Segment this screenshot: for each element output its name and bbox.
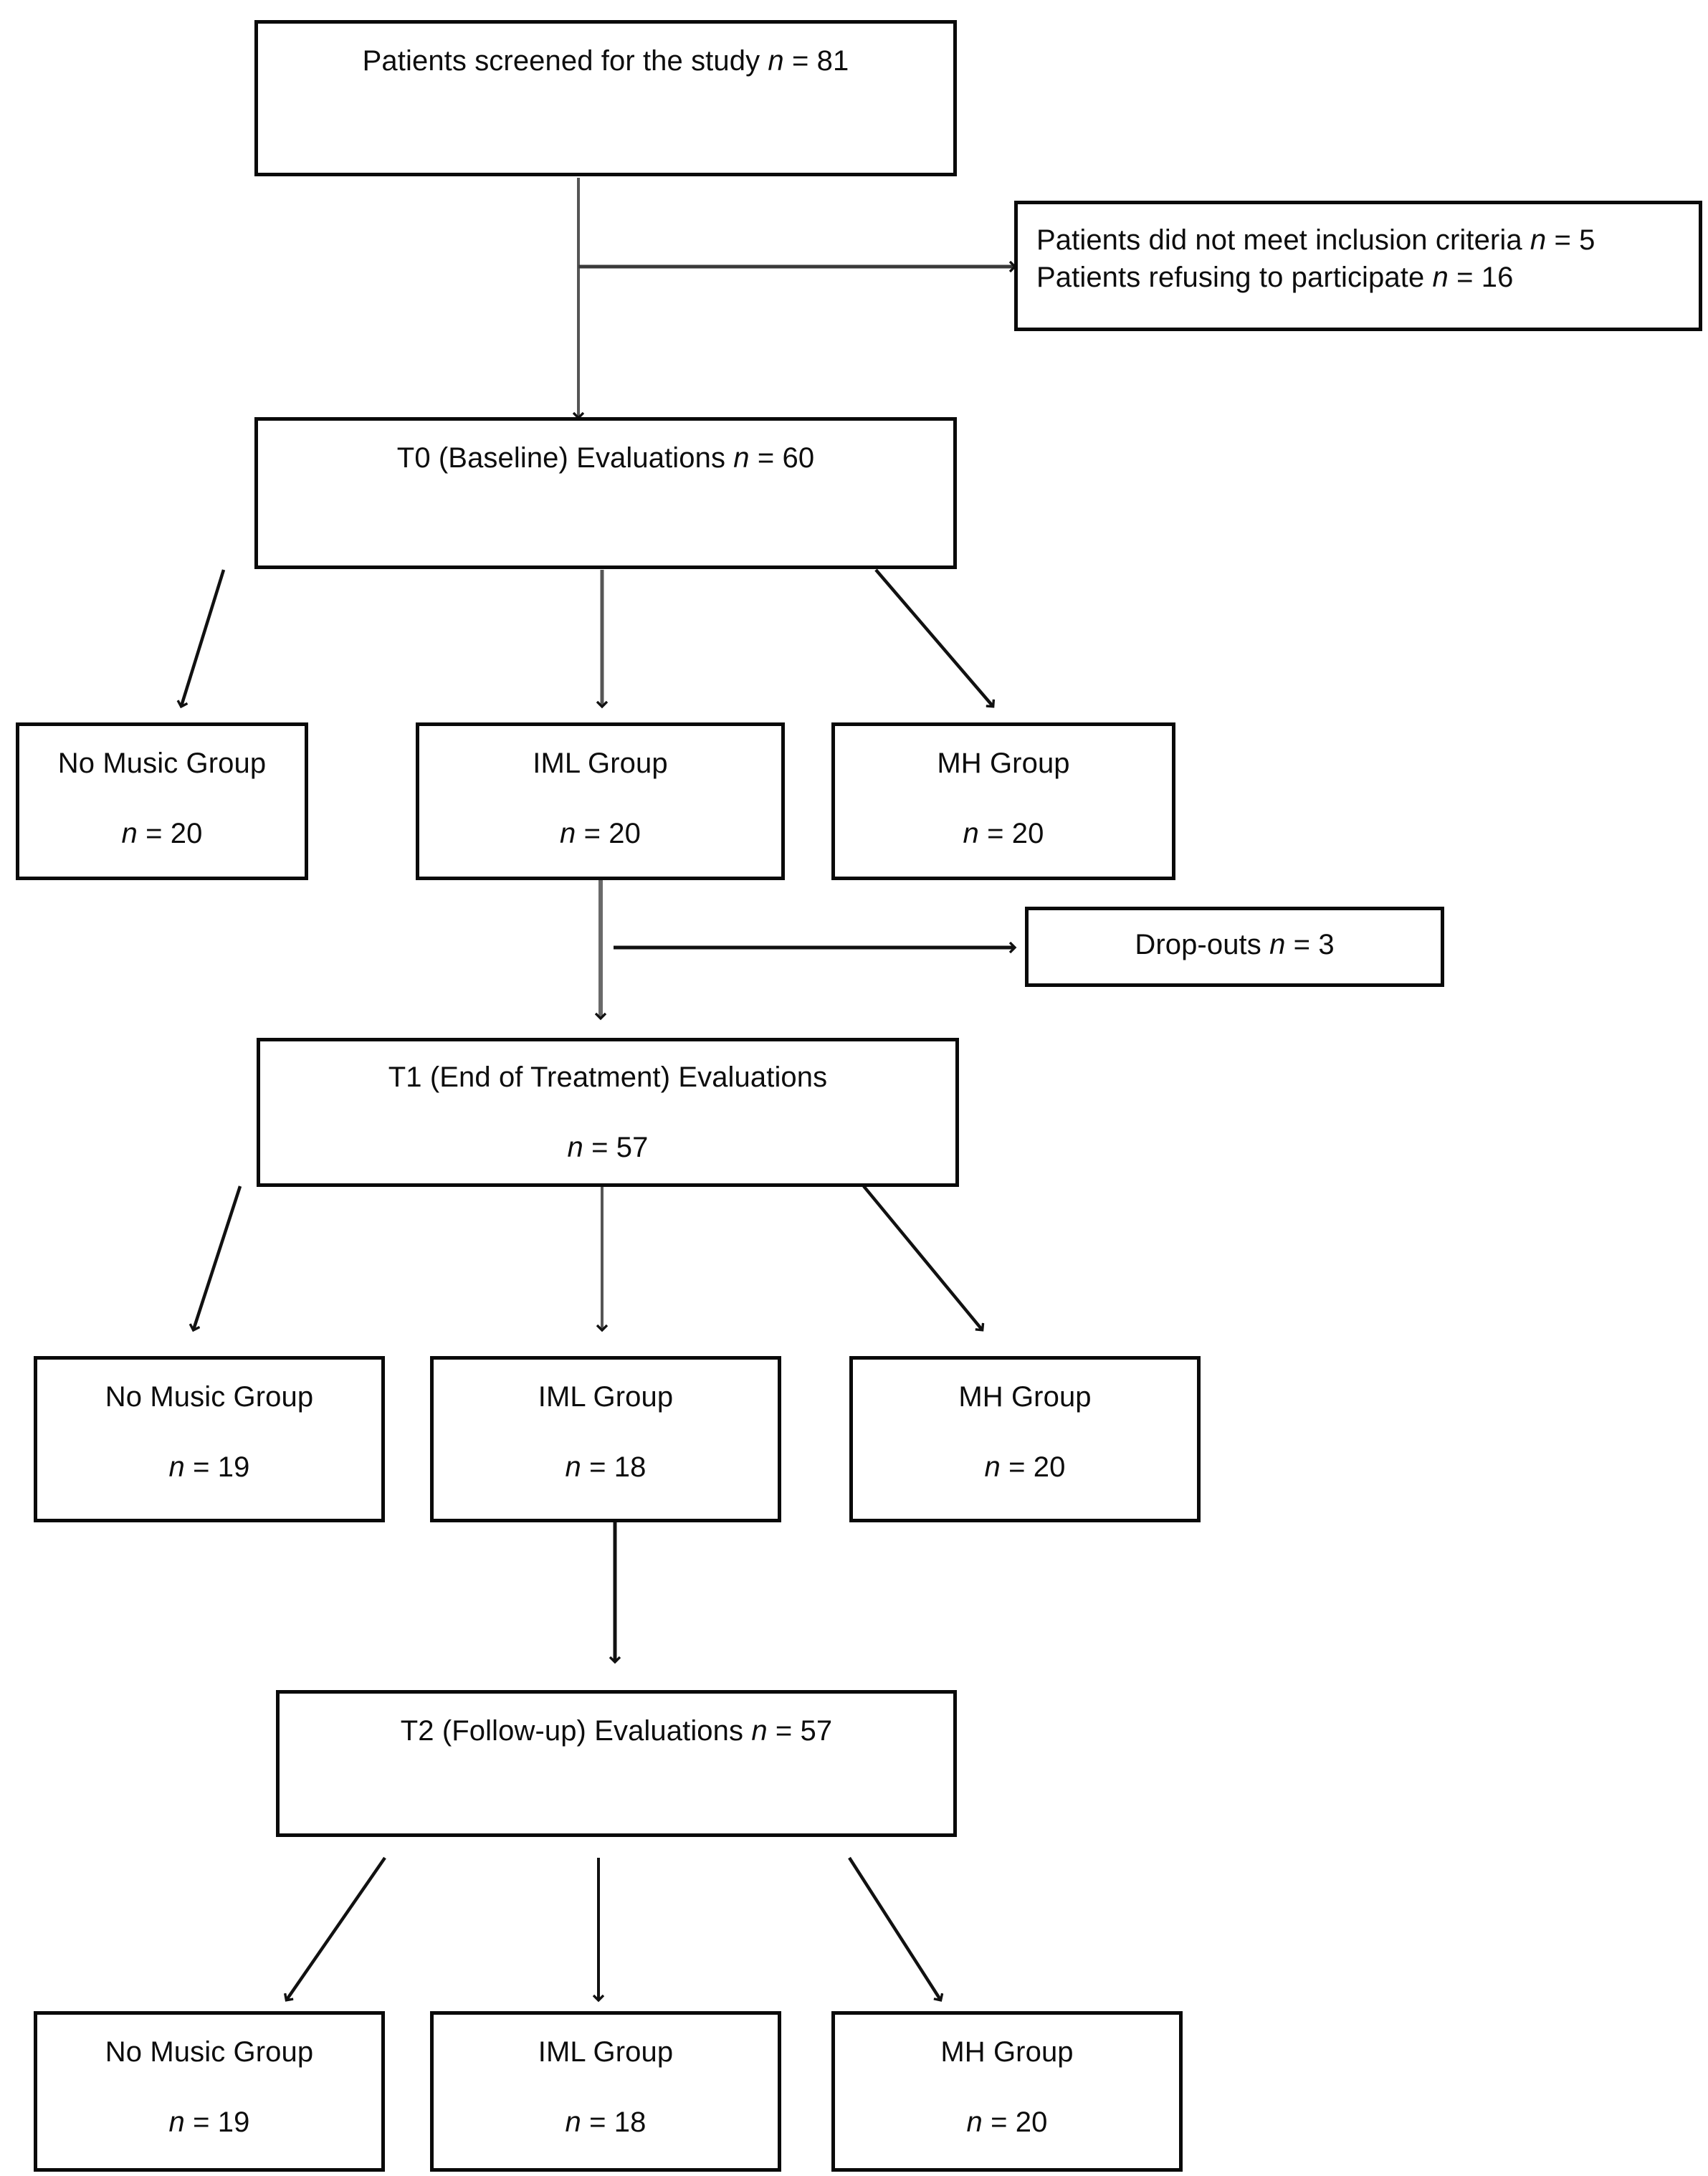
t2-no-music-count: n = 19 <box>168 2106 250 2138</box>
t0-iml-count: n = 20 <box>560 818 641 849</box>
node-excluded-patients: Patients did not meet inclusion criteria… <box>1014 201 1702 331</box>
node-t0-no-music-group: No Music Group n = 20 <box>16 722 308 880</box>
t1-mh-count: n = 20 <box>984 1451 1066 1483</box>
t1-no-music-label: No Music Group <box>105 1381 314 1413</box>
connector-t0-to-mh-1 <box>874 568 993 706</box>
node-t2-iml-group: IML Group n = 18 <box>430 2011 781 2172</box>
connector-t1-to-mh-2 <box>862 1185 982 1330</box>
node-t1-no-music-group: No Music Group n = 19 <box>34 1356 385 1522</box>
node-t0-baseline-evaluations: T0 (Baseline) Evaluations n = 60 <box>254 417 957 569</box>
t0-no-music-label: No Music Group <box>57 748 267 779</box>
t1-line-2: n = 57 <box>567 1132 649 1163</box>
node-dropouts: Drop-outs n = 3 <box>1025 907 1444 987</box>
connector-t2-to-mh-3 <box>848 1856 940 2000</box>
t0-line-1: T0 (Baseline) Evaluations n = 60 <box>396 442 815 474</box>
node-t0-iml-group: IML Group n = 20 <box>416 722 785 880</box>
node-t0-mh-group: MH Group n = 20 <box>831 722 1175 880</box>
t1-mh-label: MH Group <box>958 1381 1092 1413</box>
node-t1-end-of-treatment-evaluations: T1 (End of Treatment) Evaluations n = 57 <box>257 1038 959 1187</box>
t1-iml-label: IML Group <box>538 1381 674 1413</box>
connector-t1-to-nomusic-2 <box>194 1185 242 1330</box>
t1-no-music-count: n = 19 <box>168 1451 250 1483</box>
t1-line-1: T1 (End of Treatment) Evaluations <box>388 1061 828 1093</box>
t0-iml-label: IML Group <box>533 748 668 779</box>
t1-iml-count: n = 18 <box>565 1451 647 1483</box>
t2-line-1: T2 (Follow-up) Evaluations n = 57 <box>400 1715 833 1747</box>
connector-t0-to-nomusic-1 <box>181 569 226 706</box>
t2-mh-count: n = 20 <box>966 2106 1048 2138</box>
node-t2-no-music-group: No Music Group n = 19 <box>34 2011 385 2172</box>
node-t2-follow-up-evaluations: T2 (Follow-up) Evaluations n = 57 <box>276 1690 957 1837</box>
t2-iml-label: IML Group <box>538 2036 674 2068</box>
connector-t2-to-nomusic-3 <box>287 1856 386 2000</box>
t2-mh-label: MH Group <box>940 2036 1074 2068</box>
node-patients-screened: Patients screened for the study n = 81 <box>254 20 957 176</box>
t0-mh-label: MH Group <box>937 748 1070 779</box>
t2-iml-count: n = 18 <box>565 2106 647 2138</box>
t0-mh-count: n = 20 <box>963 818 1044 849</box>
screened-line-1: Patients screened for the study n = 81 <box>362 45 849 77</box>
node-t1-mh-group: MH Group n = 20 <box>849 1356 1201 1522</box>
t2-no-music-label: No Music Group <box>105 2036 314 2068</box>
t0-no-music-count: n = 20 <box>121 818 203 849</box>
node-t2-mh-group: MH Group n = 20 <box>831 2011 1183 2172</box>
dropouts-line-1: Drop-outs n = 3 <box>1135 929 1335 960</box>
node-t1-iml-group: IML Group n = 18 <box>430 1356 781 1522</box>
excluded-line-1: Patients did not meet inclusion criteria… <box>1036 224 1595 256</box>
excluded-line-2: Patients refusing to participate n = 16 <box>1036 262 1514 293</box>
